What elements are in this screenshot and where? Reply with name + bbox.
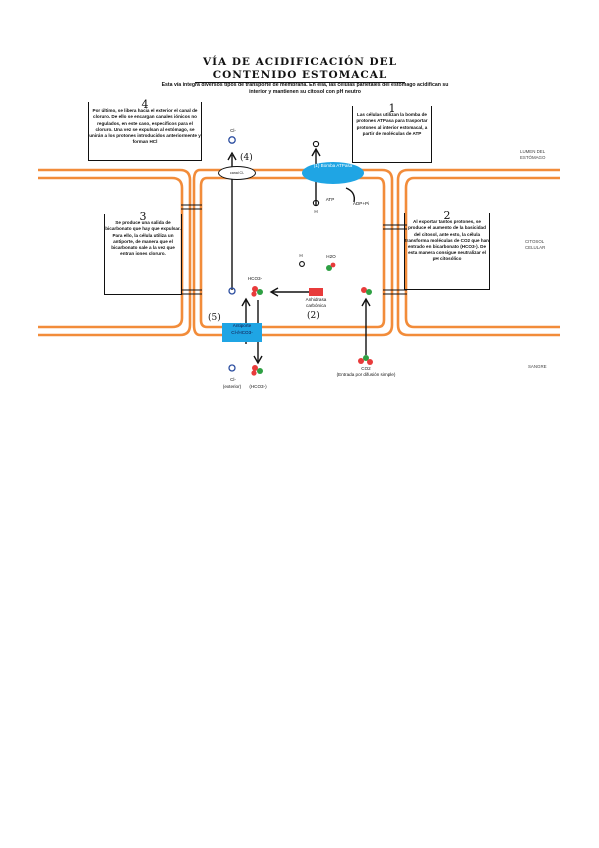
hco3-label: HCO3- bbox=[247, 276, 263, 281]
side-label-cytosol: CITOSOL CELULAR bbox=[525, 239, 546, 250]
hco3-bottom-label: (HCO3-) bbox=[249, 384, 267, 389]
note-step-4-text: Por último, se libera hacia el exterior … bbox=[89, 108, 201, 145]
note-step-1-number: 1 bbox=[388, 102, 396, 115]
cl-bottom-label: Cl- bbox=[230, 377, 236, 382]
molecules bbox=[228, 136, 373, 376]
co2-label: CO2 bbox=[361, 366, 371, 371]
note-step-2-text: Al exportar tantos protones, se produce … bbox=[405, 219, 489, 262]
note-step-3-number: 3 bbox=[139, 210, 147, 223]
note-step-4-number: 4 bbox=[141, 98, 149, 111]
note-step-1: 1 Las células utilizan la bomba de proto… bbox=[352, 102, 432, 163]
antiporter: Antiporte Cl-/HCO3- bbox=[222, 323, 262, 342]
step-5-label: (5) bbox=[208, 313, 221, 323]
step-4-label: (4) bbox=[240, 153, 253, 163]
note-step-2: 2 Al exportar tantos protones, se produc… bbox=[404, 209, 490, 290]
proton-pump: (1) Bomba ATPasa bbox=[302, 162, 364, 184]
junction-marks bbox=[181, 204, 407, 295]
side-label-blood: SANGRE bbox=[528, 364, 547, 369]
chloride-channel: canal Cl- bbox=[218, 166, 256, 180]
pump-label: (1) Bomba ATPasa bbox=[313, 163, 353, 168]
note-step-3: 3 Se produce una salida de bicarbonato q… bbox=[104, 210, 182, 295]
atp-arrow bbox=[345, 187, 356, 203]
side-label-lumen: LUMEN DEL ESTÓMAGO bbox=[520, 149, 546, 160]
cl-bottom-sub-label: (exterior) bbox=[222, 384, 242, 389]
note-step-3-text: Se produce una salida de bicarbonato que… bbox=[105, 220, 181, 257]
h2o-label: H2O bbox=[326, 254, 336, 259]
adp-label: ADP+Pi bbox=[352, 201, 370, 206]
cell-membrane bbox=[38, 168, 560, 337]
step-2-label: (2) bbox=[307, 311, 320, 321]
note-step-1-text: Las células utilizan la bomba de protone… bbox=[356, 112, 428, 136]
title-line-1: VÍA DE ACIDIFICACIÓN DEL bbox=[202, 56, 398, 68]
chloride-channel-label: canal Cl- bbox=[229, 171, 245, 175]
carbonic-anhydrase-label: Anhidrasa carbónica bbox=[305, 297, 327, 308]
co2-sub-label: (Entrada por difusión simple) bbox=[336, 372, 396, 377]
cl-top-label: Cl- bbox=[230, 128, 236, 133]
note-step-2-number: 2 bbox=[443, 209, 451, 222]
atp-label: ATP bbox=[325, 197, 335, 202]
title-line-2: CONTENIDO ESTOMACAL bbox=[195, 69, 405, 83]
h-low-label: H bbox=[314, 209, 318, 214]
subtitle: Esta vía integra diversos tipos de trans… bbox=[161, 82, 449, 95]
carbonic-anhydrase-enzyme bbox=[309, 288, 323, 296]
h-mid-label: H bbox=[299, 253, 303, 258]
note-step-4: 4 Por último, se libera hacia el exterio… bbox=[88, 98, 202, 161]
